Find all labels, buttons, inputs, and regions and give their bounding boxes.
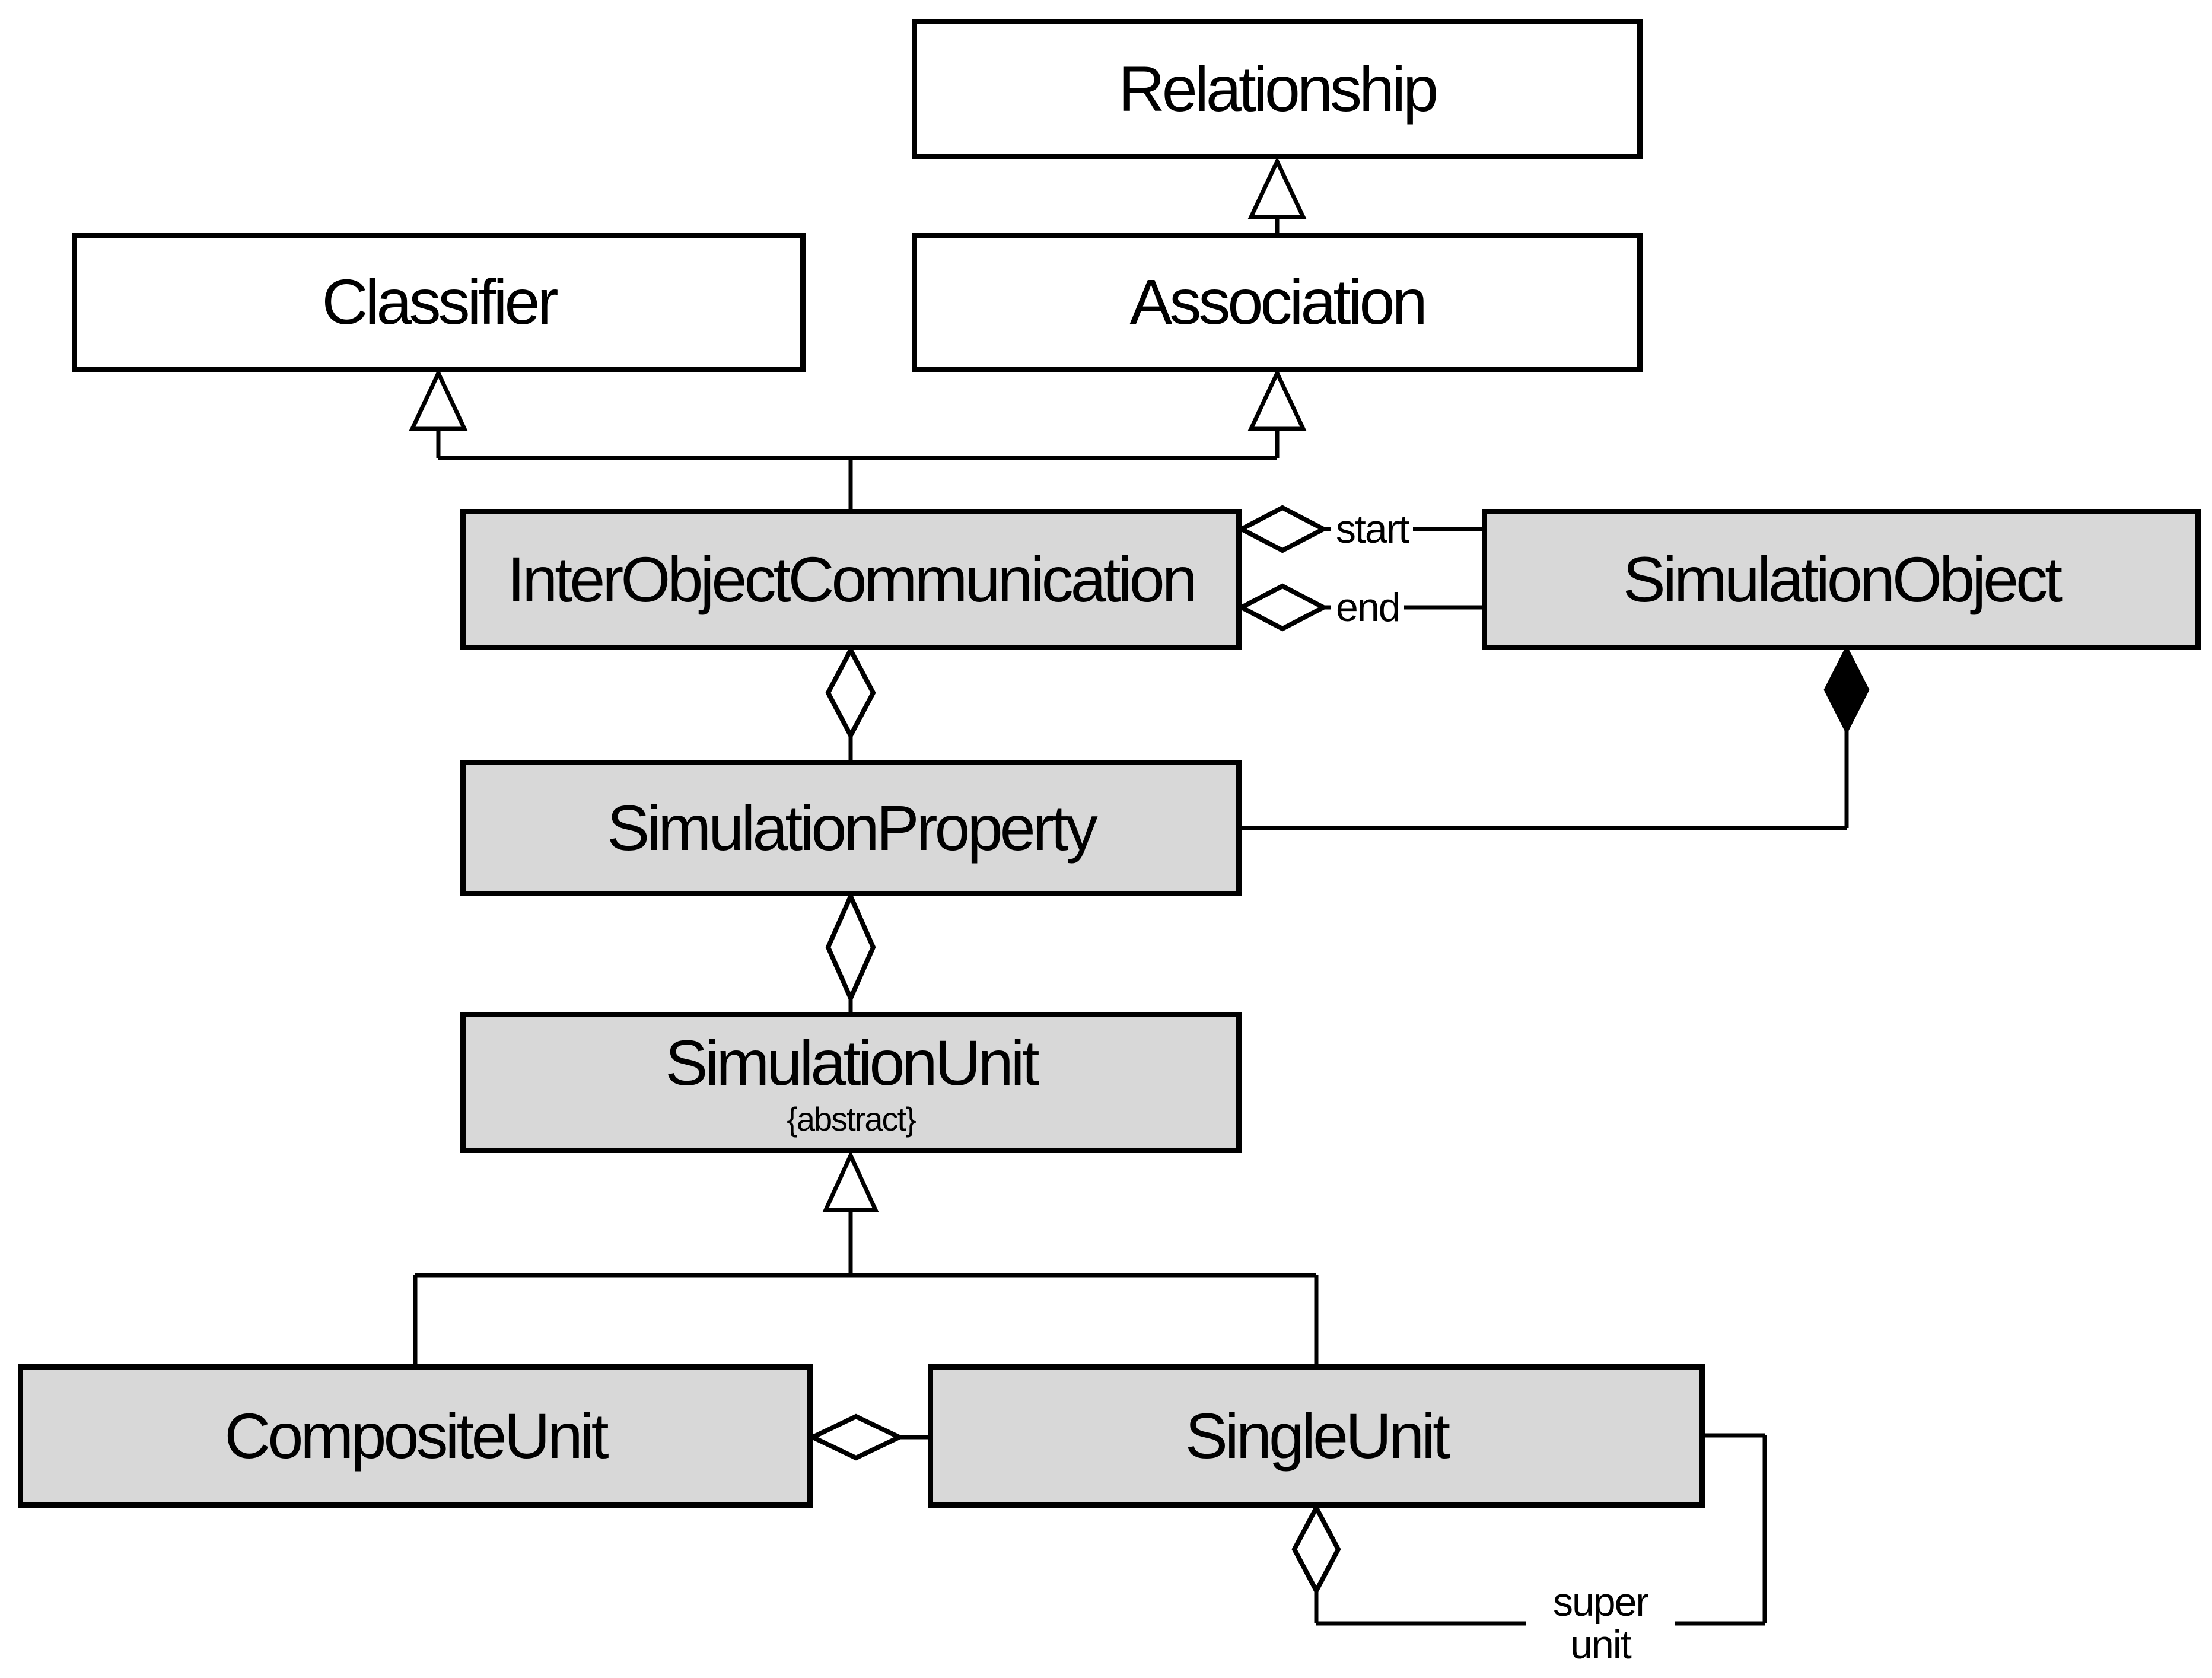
class-name-simulationunit: SimulationUnit — [665, 1026, 1039, 1098]
class-name-simulationproperty: SimulationProperty — [607, 791, 1097, 864]
class-stereotype-abstract: {abstract} — [787, 1100, 916, 1138]
aggregation-diamond-start — [1236, 505, 1329, 553]
edge-label-super-unit-line2: unit — [1570, 1622, 1632, 1667]
aggregation-diamond-ioc-property — [825, 645, 876, 741]
class-box-classifier: Classifier — [72, 233, 806, 372]
edge-label-start: start — [1331, 504, 1414, 554]
generalization-triangle-classifier — [409, 368, 468, 431]
class-box-simulationobject: SimulationObject — [1482, 509, 2201, 650]
generalization-triangle-relationship — [1247, 156, 1307, 219]
edge-label-end: end — [1331, 582, 1405, 632]
class-name-singleunit: SingleUnit — [1185, 1399, 1450, 1472]
class-box-compositeunit: CompositeUnit — [18, 1364, 813, 1508]
class-name-compositeunit: CompositeUnit — [224, 1399, 609, 1472]
class-box-singleunit: SingleUnit — [928, 1364, 1705, 1508]
generalization-triangle-association — [1247, 368, 1307, 431]
class-box-interobjectcommunication: InterObjectCommunication — [460, 509, 1242, 650]
class-box-relationship: Relationship — [912, 19, 1643, 159]
class-box-simulationunit: SimulationUnit {abstract} — [460, 1012, 1242, 1153]
class-name-relationship: Relationship — [1118, 52, 1438, 125]
aggregation-diamond-property-unit — [825, 890, 876, 1004]
composition-diamond-simulationobject — [1823, 645, 1870, 735]
edge-label-super-unit-line1: super — [1552, 1580, 1649, 1625]
class-name-simulationobject: SimulationObject — [1622, 543, 2063, 615]
aggregation-diamond-end — [1236, 583, 1329, 632]
class-box-simulationproperty: SimulationProperty — [460, 760, 1242, 896]
class-name-association: Association — [1129, 266, 1427, 338]
class-name-interobjectcommunication: InterObjectCommunication — [507, 543, 1198, 615]
class-name-classifier: Classifier — [322, 266, 558, 338]
aggregation-diamond-compositeunit — [807, 1413, 905, 1461]
class-box-association: Association — [912, 233, 1643, 372]
generalization-triangle-simulationunit — [822, 1150, 879, 1212]
aggregation-diamond-singleunit-self — [1291, 1502, 1341, 1596]
edge-label-super-unit: super unit — [1526, 1581, 1675, 1666]
